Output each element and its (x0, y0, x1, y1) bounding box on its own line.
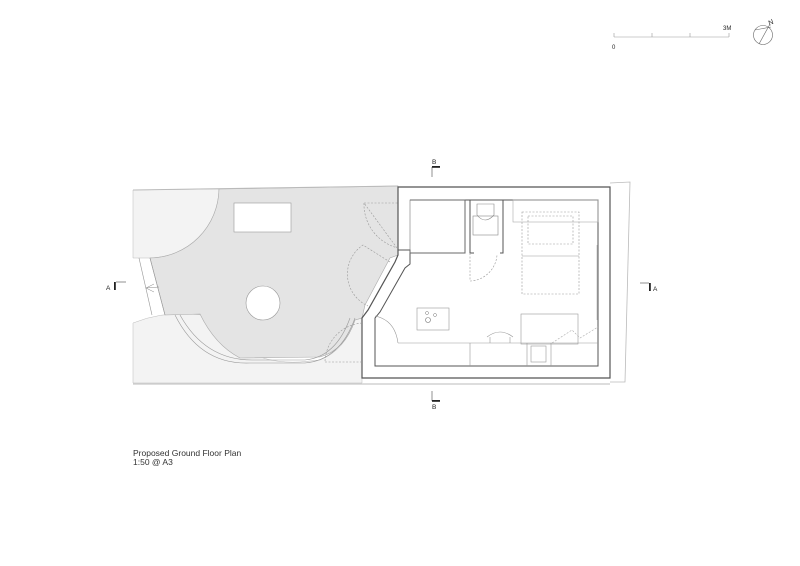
side-gate (138, 257, 166, 316)
desk-chair (486, 331, 514, 343)
svg-text:B: B (432, 404, 436, 411)
round-opening (245, 285, 281, 321)
wc-door-swing (469, 253, 498, 282)
wc-toilet-bowl (476, 203, 495, 221)
north-arrow-icon: N (753, 18, 776, 45)
scale-bar: 0 3M (612, 26, 731, 51)
table-object (425, 317, 431, 323)
site-boundary-right (609, 181, 631, 383)
svg-text:A: A (106, 285, 111, 292)
bedhead-shelf (512, 199, 599, 223)
bed-pillow (527, 215, 574, 245)
table-object (433, 313, 437, 317)
store-cupboard (409, 199, 466, 254)
curved-bench (174, 314, 356, 364)
site-boundary-top (132, 185, 399, 191)
scale-bar-start-label: 0 (612, 45, 616, 51)
scale-bar-end-label: 3M (723, 26, 731, 32)
table (416, 307, 450, 331)
kitchen-counter (398, 342, 598, 366)
wardrobe-doors (551, 326, 599, 344)
desk (520, 313, 579, 345)
front-door-swing (363, 202, 399, 249)
glazed-door-swing (347, 244, 391, 307)
rooflight (233, 202, 292, 233)
building-inner-wall (374, 199, 599, 367)
courtyard-paving (149, 185, 399, 359)
svg-text:A: A (653, 286, 658, 293)
section-marker-a-left: A (106, 281, 126, 292)
bed (521, 211, 580, 295)
drawing-title: Proposed Ground Floor Plan (133, 448, 242, 458)
section-marker-b-top: B (431, 159, 440, 177)
side-door-swing (374, 315, 399, 344)
svg-text:N: N (767, 18, 776, 27)
section-marker-b-bottom: B (431, 391, 440, 411)
table-object (425, 311, 429, 315)
gate-arrow-icon (145, 283, 160, 293)
section-marker-a-right: A (640, 282, 658, 293)
rear-door-swing (324, 322, 363, 363)
curved-bench-inner (179, 314, 351, 361)
drawing-scale: 1:50 @ A3 (133, 457, 173, 467)
svg-text:B: B (432, 159, 436, 166)
building-outer-wall (361, 186, 611, 379)
wc-toilet (472, 215, 499, 236)
drawing-caption: Proposed Ground Floor Plan 1:50 @ A3 (133, 449, 241, 467)
kitchen-sink (530, 345, 547, 363)
